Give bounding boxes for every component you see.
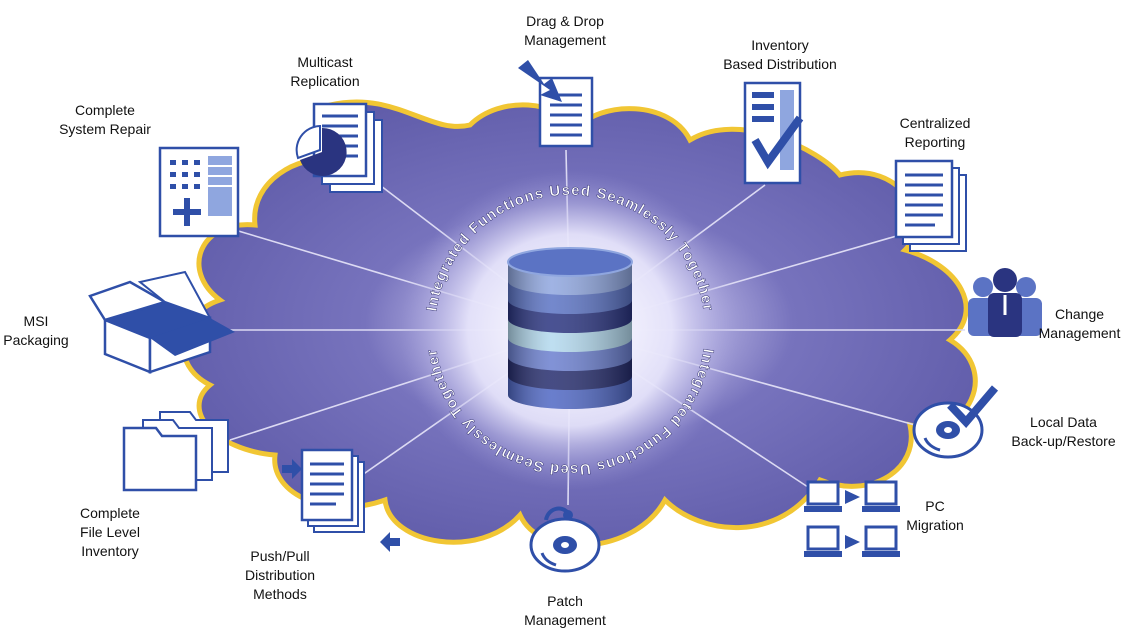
label-centralized-reporting: Centralized Reporting [899,115,971,150]
checklist-server-icon [743,81,804,185]
label-push-pull: Push/Pull Distribution Methods [244,548,316,602]
disc-checkmark-icon [912,385,999,459]
drag-drop-document-icon [518,60,594,148]
disc-patch-icon [529,506,601,573]
computers-transfer-icon [804,480,900,557]
stacked-reports-icon [894,159,967,252]
label-change-management: Change Management [1038,306,1121,341]
label-patch-management: Patch Management [524,593,606,628]
label-drag-drop: Drag & Drop Management [524,13,606,48]
database-cylinder-icon [507,247,633,409]
documents-pie-icon [295,102,383,193]
label-multicast: Multicast Replication [290,54,360,89]
database-lid [507,247,633,277]
database-shading [508,262,632,409]
label-file-inventory: Complete File Level Inventory [80,505,140,559]
folders-icon [122,411,229,492]
people-group-icon [968,268,1042,337]
label-inventory-distribution: Inventory Based Distribution [723,37,837,72]
document-arrows-icon [282,448,400,552]
open-box-icon [88,270,235,374]
label-system-repair: Complete System Repair [59,102,151,137]
label-local-backup: Local Data Back-up/Restore [1011,414,1116,449]
repair-panel-icon [158,146,240,238]
label-msi-packaging: MSI Packaging [3,313,69,348]
label-pc-migration: PC Migration [906,498,964,533]
